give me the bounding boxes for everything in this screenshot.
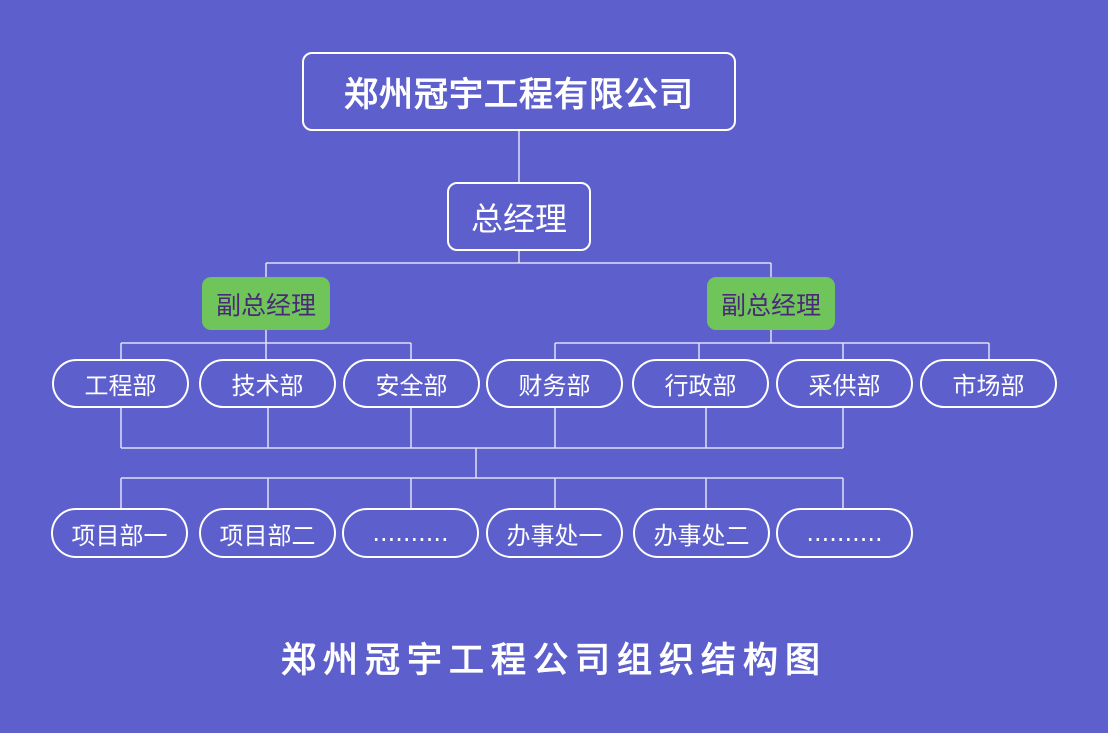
dept-administration: 行政部 [632, 359, 769, 408]
unit-office-2: 办事处二 [633, 508, 770, 558]
unit-project-1: 项目部一 [51, 508, 188, 558]
dept-safety: 安全部 [343, 359, 480, 408]
company-node: 郑州冠宇工程有限公司 [302, 52, 736, 131]
unit-office-1: 办事处一 [486, 508, 623, 558]
general-manager-node: 总经理 [447, 182, 591, 251]
dept-engineering: 工程部 [52, 359, 189, 408]
dept-marketing: 市场部 [920, 359, 1057, 408]
vice-manager-node-1: 副总经理 [202, 277, 330, 330]
dept-technology: 技术部 [199, 359, 336, 408]
chart-caption: 郑州冠宇工程公司组织结构图 [280, 641, 827, 681]
unit-project-2: 项目部二 [199, 508, 336, 558]
unit-ellipsis-1: .......... [342, 508, 479, 558]
dept-procurement: 采供部 [776, 359, 913, 408]
vice-manager-node-2: 副总经理 [707, 277, 835, 330]
dept-finance: 财务部 [486, 359, 623, 408]
unit-ellipsis-2: .......... [776, 508, 913, 558]
